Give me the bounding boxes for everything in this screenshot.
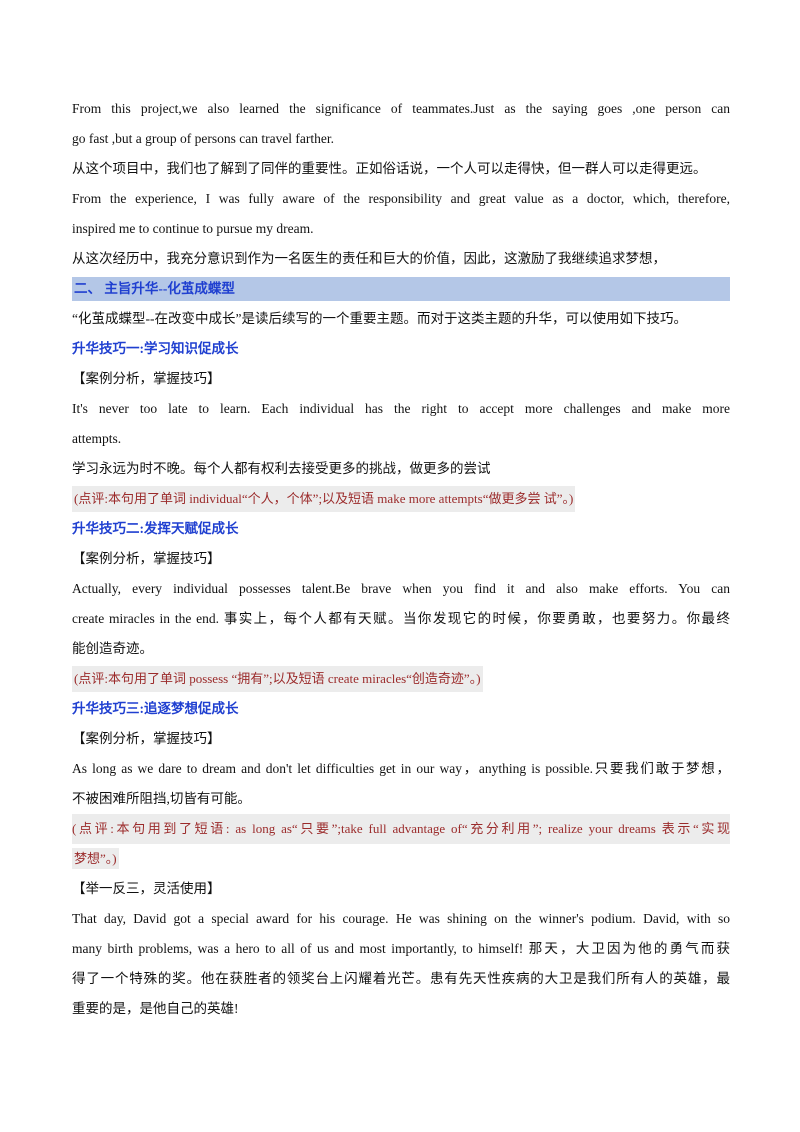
comment-note: (点评:本句用了单词 possess “拥有”;以及短语 create mira…	[72, 666, 483, 692]
paragraph-en-line: inspired me to continue to pursue my dre…	[72, 221, 314, 236]
comment-note: (点评:本句用了单词 individual“个人，个体”;以及短语 make m…	[72, 486, 576, 512]
section-heading: 二、 主旨升华--化茧成蝶型	[72, 277, 730, 301]
case-label: 【案例分析，掌握技巧】	[72, 551, 221, 566]
tip-title: 升华技巧三:追逐梦想促成长	[72, 701, 239, 716]
section-intro: “化茧成蝶型--在改变中成长”是读后续写的一个重要主题。而对于这类主题的升华，可…	[72, 311, 687, 326]
document-page: From this project,we also learned the si…	[72, 94, 730, 1024]
paragraph-zh: 从这个项目中，我们也了解到了同伴的重要性。正如俗话说，一个人可以走得快，但一群人…	[72, 161, 707, 176]
case-label: 【案例分析，掌握技巧】	[72, 371, 221, 386]
practice-line: many birth problems, was a hero to all o…	[72, 941, 730, 956]
practice-line: That day, David got a special award for …	[72, 911, 730, 926]
paragraph-en-line: go fast ,but a group of persons can trav…	[72, 131, 335, 146]
example-line: As long as we dare to dream and don't le…	[72, 761, 730, 776]
comment-note: (点评:本句用到了短语: as long as“只要”;take full ad…	[72, 814, 730, 874]
practice-line: 重要的是，是他自己的英雄!	[72, 1001, 239, 1016]
comment-note-line: 梦想”。)	[72, 848, 119, 869]
example-zh: 学习永远为时不晚。每个人都有权利去接受更多的挑战，做更多的尝试	[72, 461, 491, 476]
practice-line: 得了一个特殊的奖。他在获胜者的领奖台上闪耀着光芒。患有先天性疾病的大卫是我们所有…	[72, 971, 730, 986]
comment-note-line: (点评:本句用到了短语: as long as“只要”;take full ad…	[72, 814, 730, 844]
paragraph-en-line: From this project,we also learned the si…	[72, 101, 730, 116]
example-line: create miracles in the end. 事实上，每个人都有天赋。…	[72, 611, 730, 626]
paragraph-zh: 从这次经历中，我充分意识到作为一名医生的责任和巨大的价值，因此，这激励了我继续追…	[72, 251, 666, 266]
case-label: 【案例分析，掌握技巧】	[72, 731, 221, 746]
example-line: 不被困难所阻挡,切皆有可能。	[72, 791, 251, 806]
example-en-line: It's never too late to learn. Each indiv…	[72, 401, 730, 416]
tip-title: 升华技巧二:发挥天赋促成长	[72, 521, 239, 536]
practice-label: 【举一反三，灵活使用】	[72, 881, 221, 896]
paragraph-en-line: From the experience, I was fully aware o…	[72, 191, 730, 206]
example-line: Actually, every individual possesses tal…	[72, 581, 730, 596]
tip-title: 升华技巧一:学习知识促成长	[72, 341, 239, 356]
example-line: 能创造奇迹。	[72, 641, 153, 656]
example-en-line: attempts.	[72, 431, 122, 446]
